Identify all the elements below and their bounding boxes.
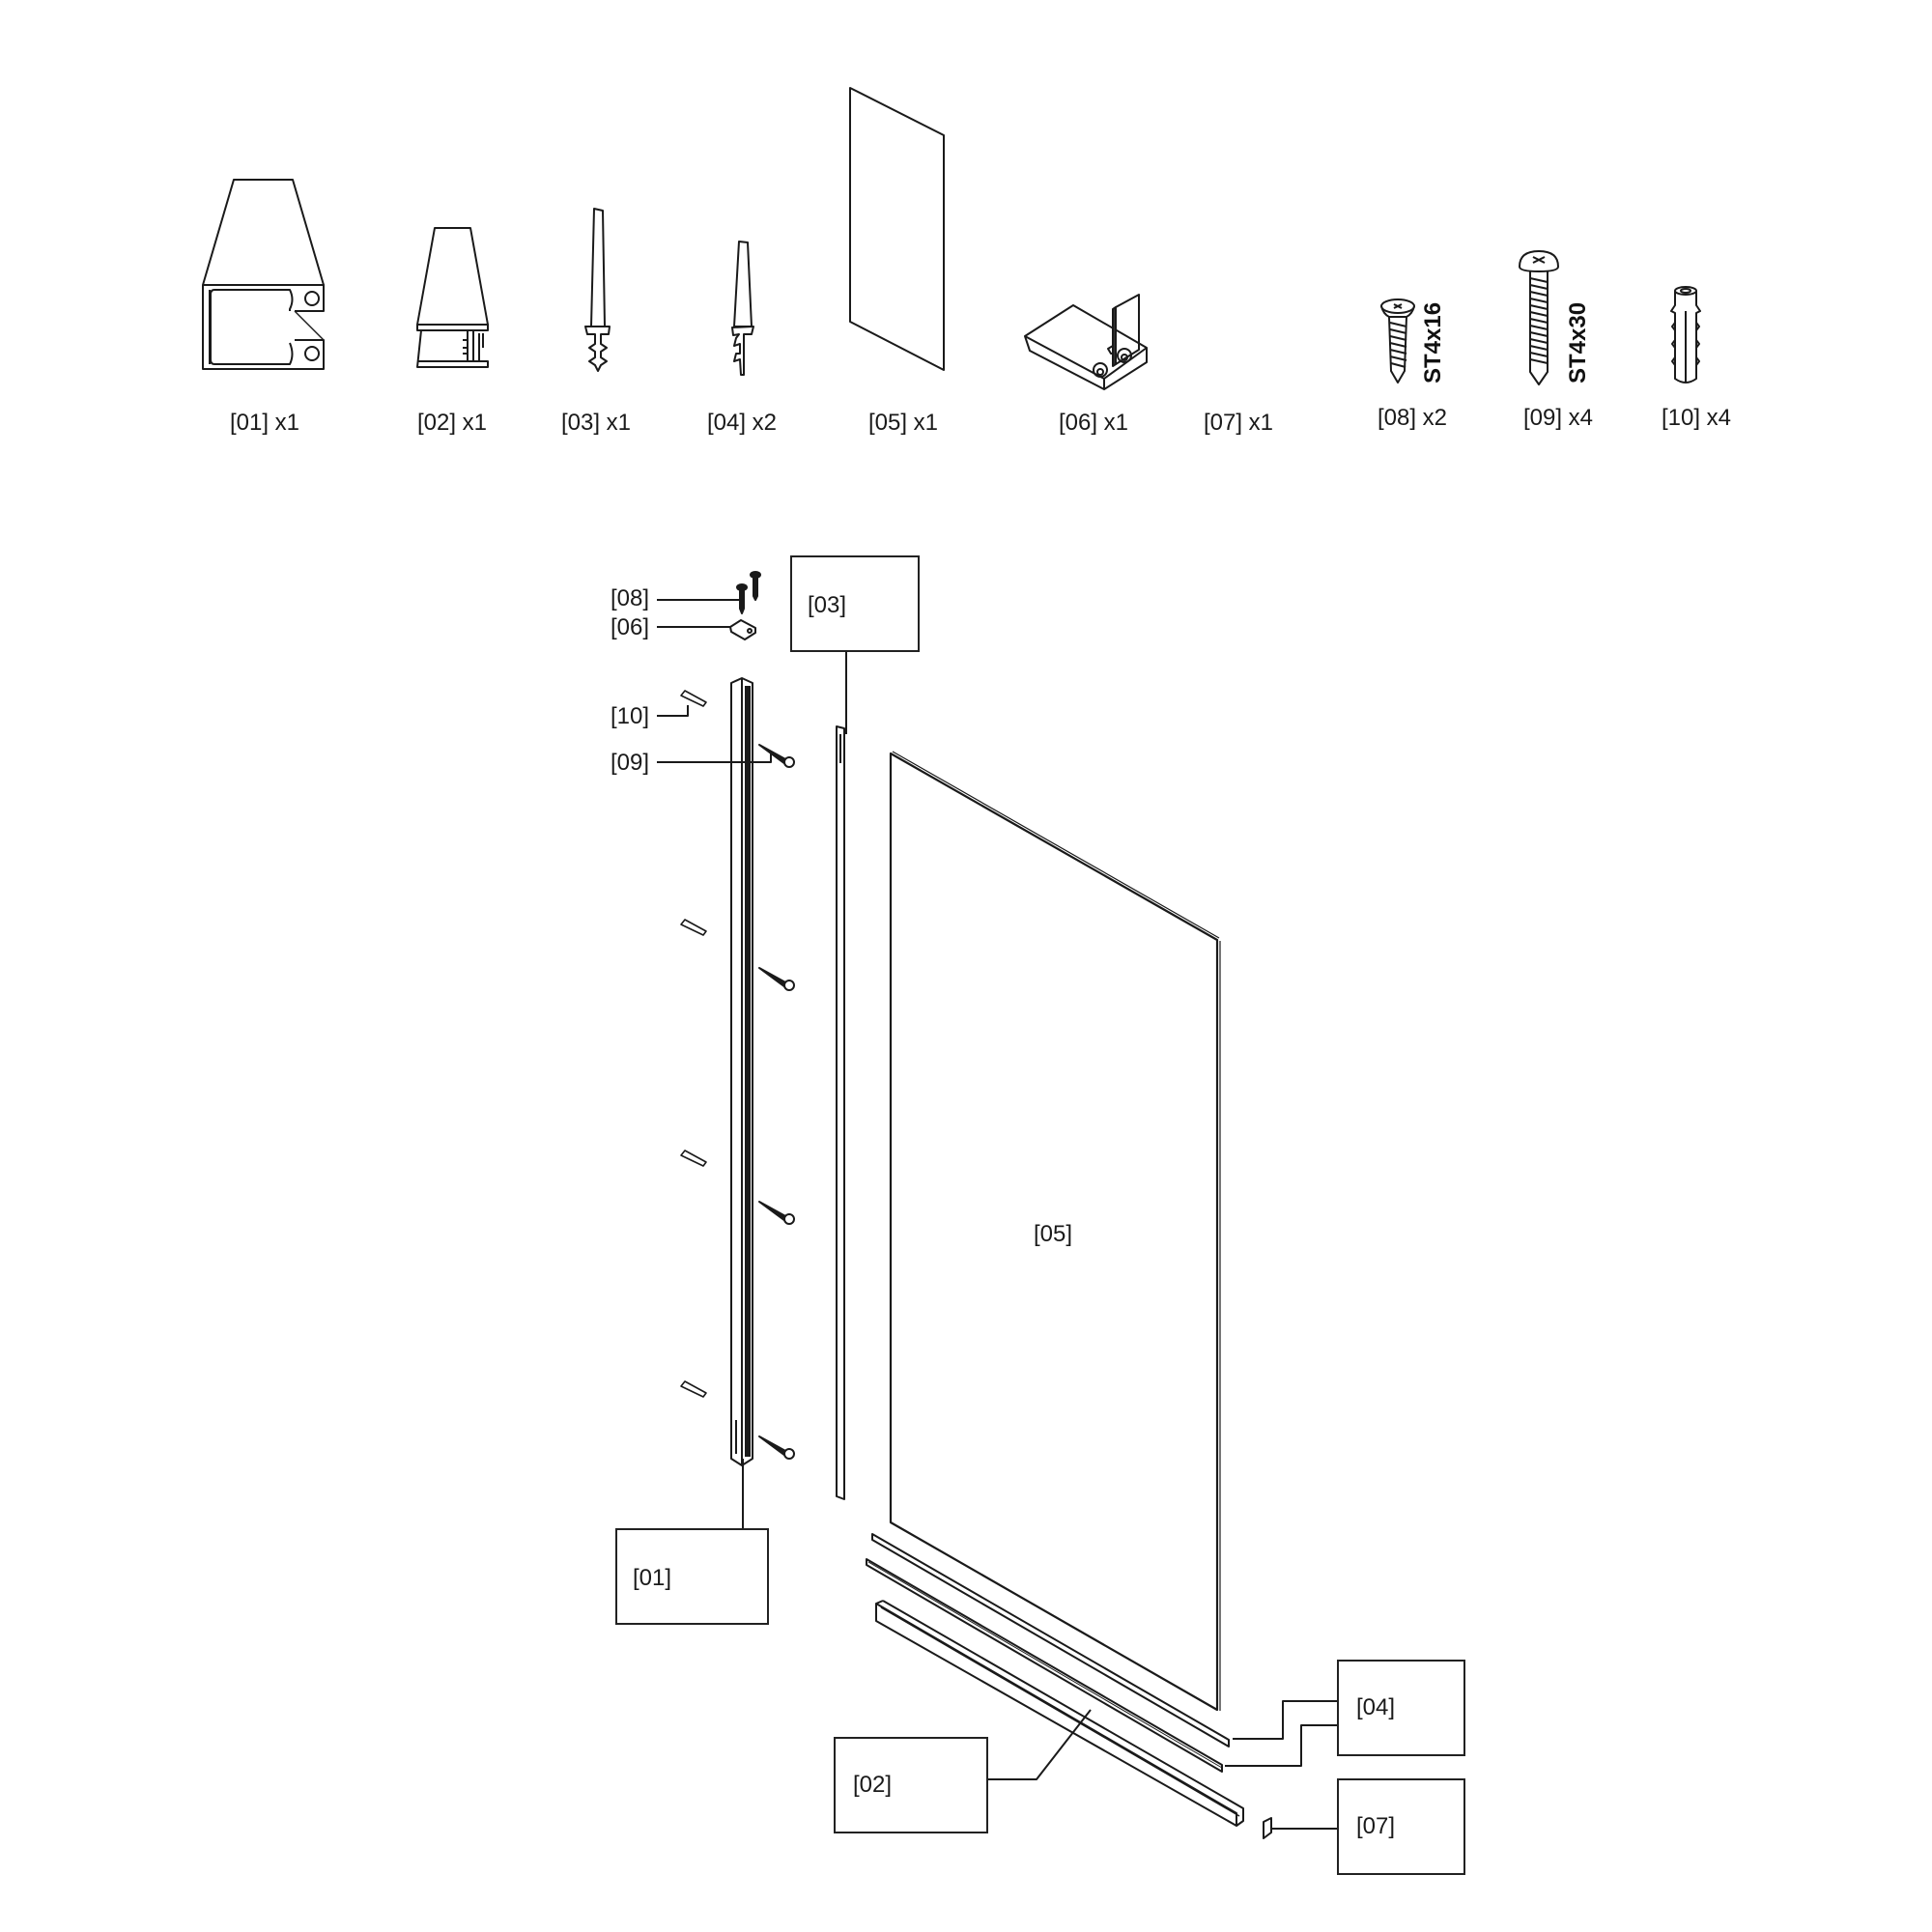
leader-lines (657, 599, 1337, 1830)
callout-label-07: [07] (1356, 1813, 1396, 1839)
end-cap-icon (1107, 294, 1140, 367)
assembly-vertical-seal-03 (836, 725, 845, 1500)
assembly-screws-09 (758, 744, 795, 1460)
callout-label-01: [01] (633, 1565, 672, 1591)
assembly-glass-panel-05 (889, 751, 1221, 1712)
glass-panel-icon (849, 87, 945, 371)
callout-box-04: [04] (1337, 1660, 1465, 1756)
wall-plug-icon (1670, 286, 1701, 384)
pan-head-screw-icon (1519, 250, 1559, 385)
bottom-seal-icon (731, 241, 754, 376)
part-label-01: [01] x1 (229, 410, 300, 436)
part-label-06: [06] x1 (1058, 410, 1129, 436)
leader-label-08: [08] (611, 585, 650, 611)
aluminium-wall-profile-icon (202, 179, 325, 370)
leader-label-10: [10] (611, 703, 650, 729)
countersunk-screw-icon (1380, 298, 1415, 384)
part-label-08: [08] x2 (1377, 405, 1448, 431)
callout-box-02: [02] (834, 1737, 988, 1833)
screw-spec-st4x16: ST4x16 (1420, 301, 1446, 384)
callout-box-03: [03] (790, 555, 920, 652)
callout-label-02: [02] (853, 1772, 893, 1798)
assembly-bottom-seal-04a (871, 1533, 1230, 1747)
assembly-bracket-06 (729, 619, 756, 640)
part-label-02: [02] x1 (416, 410, 488, 436)
callout-label-03: [03] (808, 592, 847, 618)
part-label-10: [10] x4 (1661, 405, 1732, 431)
callout-box-01: [01] (615, 1528, 769, 1625)
part-label-03: [03] x1 (560, 410, 632, 436)
vertical-seal-icon (584, 208, 611, 372)
assembly-screw-08 (736, 571, 761, 614)
part-label-09: [09] x4 (1522, 405, 1594, 431)
part-label-04: [04] x2 (706, 410, 778, 436)
screw-spec-st4x30: ST4x30 (1565, 301, 1591, 384)
part-label-07: [07] x1 (1203, 410, 1274, 436)
leader-label-09: [09] (611, 750, 650, 776)
callout-label-04: [04] (1356, 1694, 1396, 1720)
assembly-bottom-channel-02 (875, 1600, 1244, 1827)
glass-label-05: [05] (1034, 1221, 1073, 1247)
assembly-bottom-seal-04b (866, 1558, 1223, 1773)
callout-box-07: [07] (1337, 1778, 1465, 1875)
top-bracket-block-icon (1024, 304, 1148, 390)
assembly-wall-rail-01 (730, 677, 753, 1466)
part-label-05: [05] x1 (867, 410, 939, 436)
assembly-wall-plugs-10 (680, 690, 707, 1398)
leader-label-06: [06] (611, 614, 650, 640)
bottom-channel-profile-icon (416, 227, 489, 368)
assembly-end-cap-07 (1263, 1817, 1272, 1839)
